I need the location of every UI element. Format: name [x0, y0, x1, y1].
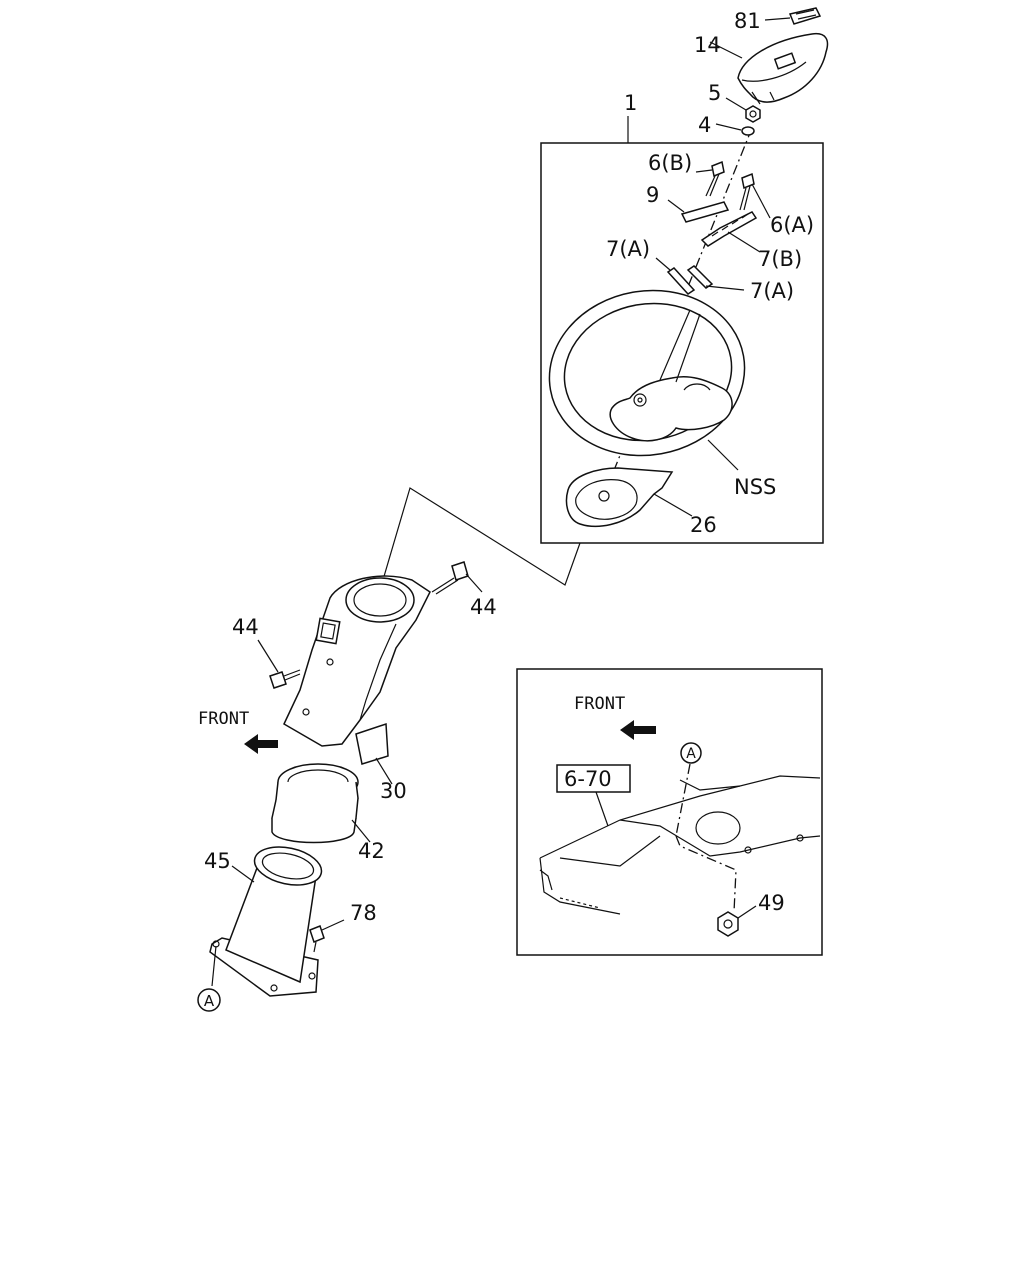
reference-box-6-70 [556, 764, 631, 793]
nut-part-49 [717, 905, 757, 937]
steering-wheel-group-box [540, 142, 824, 544]
boot-part-42 [271, 763, 371, 844]
screw-part-78 [309, 919, 345, 953]
inset-floor-drawing [539, 775, 821, 915]
callout-45: 45 [204, 849, 231, 873]
callout-9: 9 [646, 183, 659, 207]
switch-part-81 [764, 7, 822, 25]
callout-5: 5 [708, 81, 721, 105]
washer-part-4 [715, 123, 755, 136]
marker-a-inset [680, 742, 702, 764]
callout-78: 78 [350, 901, 377, 925]
contact-part-7a-right [686, 265, 745, 291]
duct-part-45 [209, 846, 323, 997]
front-arrow-inset [620, 720, 656, 740]
callout-6a: 6(A) [770, 213, 814, 237]
callout-49: 49 [758, 891, 785, 915]
callout-7b: 7(B) [758, 247, 802, 271]
front-arrow-main [244, 734, 278, 754]
column-cover-part-30 [283, 575, 431, 785]
marker-a-bottom-label: A [204, 992, 215, 1010]
callout-nss: NSS [734, 475, 776, 499]
screw-part-6b [695, 160, 725, 197]
contact-part-7a-left [655, 257, 696, 295]
base-part-26 [565, 467, 693, 528]
callout-7a-left: 7(A) [606, 237, 650, 261]
bolt-part-44-right [431, 561, 483, 595]
bolt-part-44-left [257, 639, 301, 689]
plate-part-9 [667, 199, 730, 223]
reference-label-6-70: 6-70 [564, 767, 612, 791]
callout-1: 1 [624, 91, 637, 115]
callout-81: 81 [734, 9, 761, 33]
nut-part-5 [725, 97, 761, 123]
callout-26: 26 [690, 513, 717, 537]
screw-part-6a [739, 172, 771, 219]
callout-30: 30 [380, 779, 407, 803]
callout-6b: 6(B) [648, 151, 692, 175]
inset-box [516, 668, 823, 956]
callout-44-left: 44 [232, 615, 259, 639]
callout-44-right: 44 [470, 595, 497, 619]
steering-wheel-nss [548, 289, 746, 471]
front-label-inset: FRONT [574, 694, 625, 714]
callout-4: 4 [698, 113, 711, 137]
marker-a-inset-label: A [686, 746, 696, 762]
callout-14: 14 [694, 33, 721, 57]
horn-cap-part-14 [709, 32, 829, 105]
callout-42: 42 [358, 839, 385, 863]
marker-a-bottom [197, 988, 221, 1012]
front-label-main: FRONT [198, 709, 249, 729]
box-to-column-connector [379, 487, 581, 591]
contact-part-7b [700, 211, 761, 253]
callout-7a-right: 7(A) [750, 279, 794, 303]
